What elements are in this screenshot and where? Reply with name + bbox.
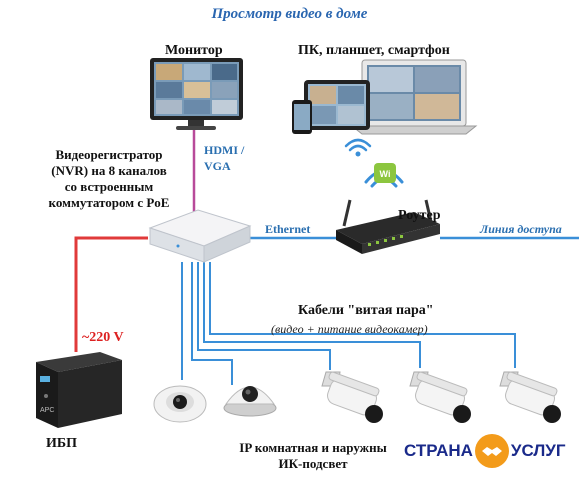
monitor-icon <box>150 58 243 130</box>
strana-uslug-logo: СТРАНА УСЛУГ <box>404 434 566 468</box>
ups-brand-label: APC <box>40 407 54 414</box>
svg-text:Wi: Wi <box>380 169 391 179</box>
nvr-icon <box>148 209 252 263</box>
monitor-label: Монитор <box>165 43 223 58</box>
fisheye-camera-icon <box>153 385 207 423</box>
diagram-title: Просмотр видео в доме <box>211 6 368 22</box>
cameras-label: IP комнатная и наружны ИК-подсвет <box>218 440 408 472</box>
camera-cables <box>181 262 516 385</box>
logo-text-right: УСЛУГ <box>510 441 566 460</box>
ups-icon <box>36 352 122 428</box>
cables-sublabel: (видео + питание видеокамер) <box>271 322 428 336</box>
bullet-camera-2-icon <box>409 371 471 423</box>
cameras-label-line-2: ИК-подсвет <box>278 456 348 471</box>
cables-label: Кабели "витая пара" <box>298 303 434 318</box>
power-cable <box>74 236 148 352</box>
bullet-camera-3-icon <box>499 371 561 423</box>
router-icon <box>336 199 440 254</box>
wifi-icon <box>344 138 372 157</box>
pc-tablet-phone-icon <box>292 59 478 135</box>
bullet-camera-1-icon <box>321 371 383 423</box>
handshake-icon <box>474 434 509 468</box>
dome-camera-icon <box>223 386 277 417</box>
router-label: Роутер <box>398 208 441 223</box>
pc-label: ПК, планшет, смартфон <box>298 43 450 58</box>
ups-label: ИБП <box>46 436 78 451</box>
logo-text-left: СТРАНА <box>404 441 473 460</box>
hdmi-label: HDMI / <box>204 143 245 157</box>
router-wifi-icon: Wi <box>364 163 404 188</box>
cameras-label-line-1: IP комнатная и наружны <box>239 440 387 455</box>
ethernet-label: Ethernet <box>265 222 311 236</box>
nvr-label-line-1: Видеорегистратор <box>55 147 163 162</box>
nvr-label-line-2: (NVR) на 8 каналов <box>51 163 167 178</box>
vga-label: VGA <box>204 159 231 173</box>
access-line-label: Линия доступа <box>480 222 562 236</box>
nvr-label-line-3: со встроенным <box>64 179 154 194</box>
voltage-label: ~220 V <box>82 330 124 345</box>
nvr-label-line-4: коммутатором с PoE <box>48 195 170 210</box>
nvr-label: Видеорегистратор (NVR) на 8 каналов со в… <box>30 147 188 211</box>
